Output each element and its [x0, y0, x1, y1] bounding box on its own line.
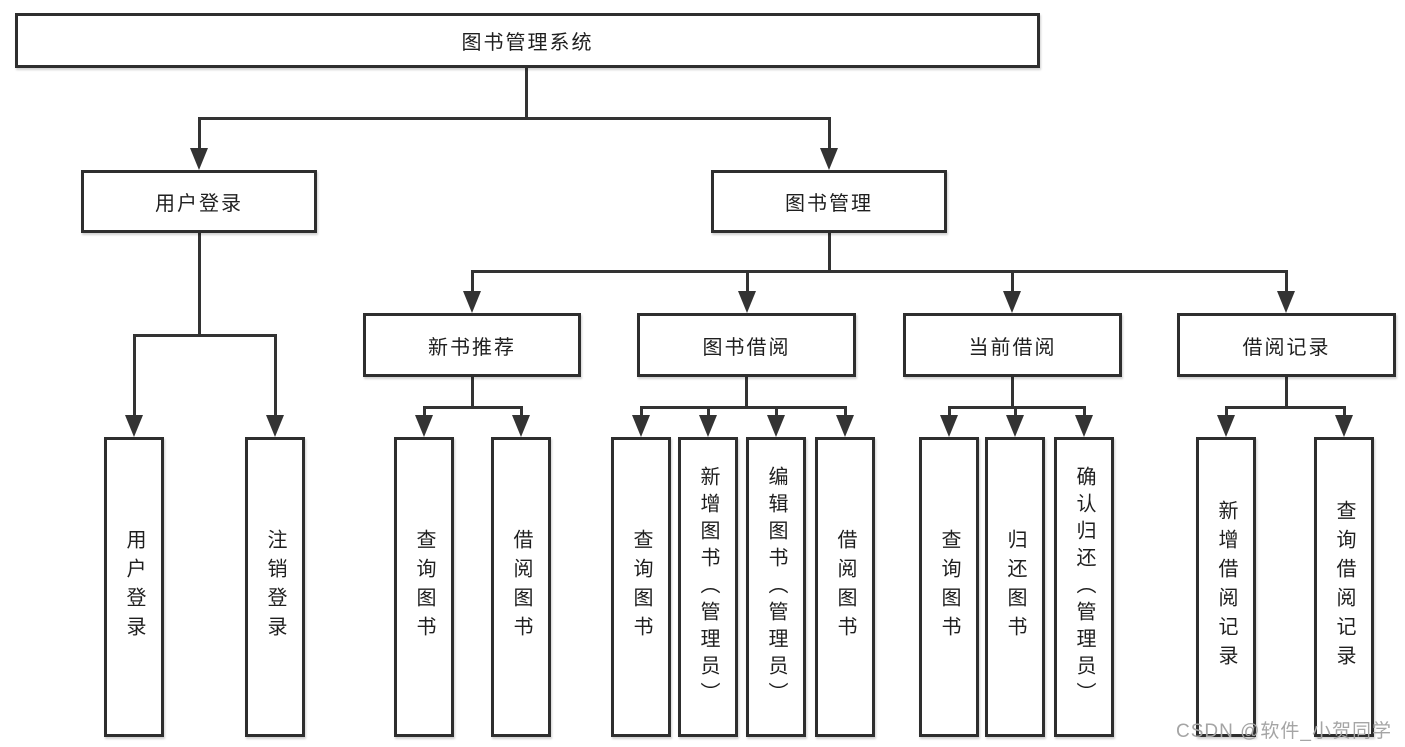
arrow-down-icon	[1335, 415, 1353, 437]
connector-line	[775, 406, 778, 417]
connector-line	[828, 117, 831, 151]
arrow-down-icon	[1217, 415, 1235, 437]
leaf-query-borrow-record: 查询借阅记录	[1314, 437, 1374, 737]
leaf-borrow-books-recommend: 借阅图书	[491, 437, 551, 737]
node-label: 图书管理系统	[461, 32, 594, 54]
arrow-down-icon	[190, 148, 208, 170]
node-root-system: 图书管理系统	[15, 13, 1040, 68]
node-label: 借阅记录	[1242, 336, 1331, 359]
csdn-watermark: CSDN @软件_小贺同学	[1176, 721, 1392, 742]
leaf-label: 查询图书	[938, 529, 960, 645]
node-label: 新书推荐	[428, 336, 516, 359]
connector-line	[1225, 406, 1346, 409]
arrow-down-icon	[738, 291, 756, 313]
connector-line	[274, 334, 277, 417]
connector-line	[1343, 406, 1346, 417]
leaf-query-books-current: 查询图书	[919, 437, 979, 737]
connector-line	[520, 406, 523, 417]
connector-line	[844, 406, 847, 417]
connector-line	[948, 406, 1086, 409]
connector-line	[1083, 406, 1086, 417]
arrow-down-icon	[463, 291, 481, 313]
node-user-login: 用户登录	[81, 170, 317, 233]
node-book-management: 图书管理	[711, 170, 947, 233]
leaf-user-login: 用户登录	[104, 437, 164, 737]
arrow-down-icon	[767, 415, 785, 437]
connector-line	[640, 406, 643, 417]
arrow-down-icon	[125, 415, 143, 437]
leaf-label: 借阅图书	[510, 529, 532, 645]
arrow-down-icon	[1006, 415, 1024, 437]
connector-line	[525, 68, 528, 119]
node-new-book-recommend: 新书推荐	[363, 313, 581, 377]
leaf-query-books-recommend: 查询图书	[394, 437, 454, 737]
connector-line	[471, 270, 1288, 273]
leaf-label: 确认归还（管理员）	[1073, 465, 1095, 709]
connector-line	[133, 334, 136, 417]
node-current-borrow: 当前借阅	[903, 313, 1122, 377]
arrow-down-icon	[940, 415, 958, 437]
connector-line	[423, 406, 426, 417]
node-borrow-record: 借阅记录	[1177, 313, 1396, 377]
connector-line	[133, 334, 277, 337]
leaf-logout: 注销登录	[245, 437, 305, 737]
leaf-borrow-books: 借阅图书	[815, 437, 875, 737]
leaf-add-books-admin: 新增图书（管理员）	[678, 437, 738, 737]
arrow-down-icon	[266, 415, 284, 437]
leaf-label: 查询借阅记录	[1333, 500, 1355, 674]
arrow-down-icon	[699, 415, 717, 437]
connector-line	[828, 233, 831, 272]
connector-line	[1225, 406, 1228, 417]
leaf-label: 查询图书	[413, 529, 435, 645]
leaf-label: 新增图书（管理员）	[697, 465, 719, 709]
node-label: 图书借阅	[702, 336, 791, 359]
node-label: 当前借阅	[968, 336, 1057, 359]
connector-line	[1014, 406, 1017, 417]
connector-line	[640, 406, 846, 409]
leaf-label: 归还图书	[1004, 529, 1026, 645]
node-label: 图书管理	[785, 193, 873, 215]
connector-line	[198, 117, 831, 120]
connector-line	[198, 117, 201, 151]
leaf-label: 用户登录	[123, 529, 145, 645]
leaf-edit-books-admin: 编辑图书（管理员）	[746, 437, 806, 737]
connector-line	[423, 406, 523, 409]
arrow-down-icon	[415, 415, 433, 437]
leaf-label: 借阅图书	[834, 529, 856, 645]
leaf-query-books-borrow: 查询图书	[611, 437, 671, 737]
leaf-return-books: 归还图书	[985, 437, 1045, 737]
leaf-label: 新增借阅记录	[1215, 500, 1237, 674]
connector-line	[198, 233, 201, 337]
arrow-down-icon	[836, 415, 854, 437]
connector-line	[1285, 270, 1288, 294]
arrow-down-icon	[1003, 291, 1021, 313]
connector-line	[471, 377, 474, 408]
connector-line	[948, 406, 951, 417]
node-book-borrow: 图书借阅	[637, 313, 856, 377]
leaf-confirm-return-admin: 确认归还（管理员）	[1054, 437, 1114, 737]
leaf-label: 查询图书	[630, 529, 652, 645]
arrow-down-icon	[1075, 415, 1093, 437]
arrow-down-icon	[632, 415, 650, 437]
leaf-add-borrow-record: 新增借阅记录	[1196, 437, 1256, 737]
node-label: 用户登录	[155, 193, 243, 215]
leaf-label: 编辑图书（管理员）	[765, 465, 787, 709]
leaf-label: 注销登录	[264, 529, 286, 645]
connector-line	[745, 377, 748, 408]
connector-line	[1011, 270, 1014, 294]
connector-line	[1285, 377, 1288, 408]
arrow-down-icon	[1277, 291, 1295, 313]
connector-line	[1011, 377, 1014, 408]
connector-line	[746, 270, 749, 294]
connector-line	[707, 406, 710, 417]
arrow-down-icon	[820, 148, 838, 170]
connector-line	[471, 270, 474, 294]
arrow-down-icon	[512, 415, 530, 437]
